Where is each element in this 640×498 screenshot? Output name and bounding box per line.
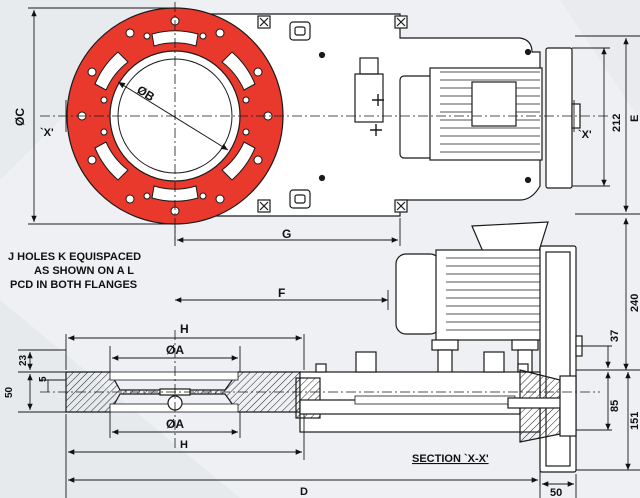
label-dim-50-left: 50 (4, 386, 15, 398)
note-line-2: AS SHOWN ON A L (34, 265, 134, 277)
label-dim-5: 5 (38, 376, 49, 382)
label-dim-151: 151 (629, 412, 640, 430)
dim-e-212 (572, 35, 640, 215)
dia-b-line (117, 81, 229, 151)
dim-f (175, 290, 389, 310)
label-dim-212: 212 (611, 114, 623, 132)
label-dim-f: F (278, 286, 285, 300)
note-line-1: J HOLES K EQUISPACED (8, 251, 141, 263)
label-dim-e: E (629, 115, 640, 122)
label-dia-a-top: ØA (166, 343, 184, 357)
label-dim-85: 85 (609, 400, 621, 412)
label-dim-50-bottom: 50 (550, 487, 562, 498)
note-line-3: PCD IN BOTH FLANGES (10, 279, 137, 291)
label-x-right: `X' (578, 129, 592, 141)
label-dia-c: ØC (13, 108, 27, 126)
section-view (40, 330, 600, 450)
body-bolts (257, 15, 532, 213)
label-dim-h-bottom: H (180, 439, 188, 451)
dims-section-vertical (18, 349, 66, 413)
dims-section-left (65, 334, 541, 498)
dim-g (174, 218, 401, 246)
label-dim-g: G (282, 227, 291, 241)
section-title: SECTION `X-X' (412, 453, 489, 465)
label-dim-h-top: H (180, 322, 189, 336)
dims-right-lower (539, 218, 640, 498)
flange-holes (77, 16, 273, 216)
label-dim-d: D (300, 486, 308, 498)
motor-plan (399, 47, 581, 189)
label-dia-a-bottom: ØA (166, 417, 184, 431)
label-dim-37: 37 (609, 330, 621, 342)
label-dim-240: 240 (629, 294, 640, 312)
top-plan-view (40, 2, 610, 240)
label-dim-23: 23 (18, 354, 29, 366)
label-x-left: `X' (40, 127, 54, 139)
dim-c (28, 7, 175, 225)
labels: ØC ØB `X' `X' 212 E G J HOLES K EQUISPAC… (4, 83, 640, 498)
